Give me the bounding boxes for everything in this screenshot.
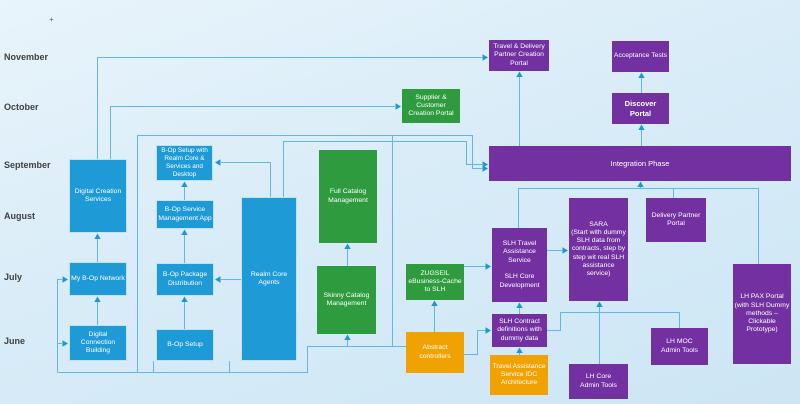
node-delivery-partner-portal[interactable]: Delivery Partner Portal (646, 198, 706, 242)
node-skinny-catalog-management[interactable]: Skinny Catalog Management (317, 266, 376, 334)
node-abstract-controllers[interactable]: Abstract controllers (406, 332, 464, 373)
node-label: ZUGSEIL eBusiness-Cache to SLH (408, 269, 462, 294)
node-label: Digital Creation Services (74, 187, 122, 203)
node-slh-contract-definitions[interactable]: SLH Contract definitions with dummy data (492, 314, 547, 347)
node-my-b-op-network[interactable]: My B-Op Network (69, 262, 127, 296)
node-lh-core-admin-tools[interactable]: LH Core Admin Tools (569, 364, 628, 399)
node-label: LH PAX Portal (with SLH Dummy methods – … (734, 293, 790, 334)
node-label: B-Op Service Management App (158, 206, 212, 222)
month-label-november: November (4, 52, 49, 62)
node-zugseil-ebusiness-cache[interactable]: ZUGSEIL eBusiness-Cache to SLH (406, 264, 464, 300)
node-lh-moc-admin-tools[interactable]: LH MOC Admin Tools (651, 328, 708, 365)
node-label: LH Core Admin Tools (580, 373, 617, 389)
node-digital-creation-services[interactable]: Digital Creation Services (69, 159, 127, 233)
node-realm-core-agents[interactable]: Realm Core Agents (241, 197, 297, 361)
node-slh-travel-assistance-core-development[interactable]: SLH Travel Assistance Service SLH Core D… (492, 228, 547, 302)
node-label: Realm Core Agents (250, 270, 288, 286)
node-label: Abstract controllers (419, 344, 451, 360)
node-label: Full Catalog Management (328, 188, 368, 204)
node-supplier-customer-creation-portal[interactable]: Supplier & Customer Creation Portal (402, 89, 460, 123)
node-label: Acceptance Tests (613, 52, 668, 60)
node-full-catalog-management[interactable]: Full Catalog Management (319, 150, 377, 243)
node-label: Travel & Delivery Partner Creation Porta… (493, 43, 545, 67)
node-b-op-setup[interactable]: B-Op Setup (156, 329, 214, 361)
node-label: SLH Travel Assistance Service SLH Core D… (499, 240, 540, 289)
node-label: Digital Connection Building (80, 330, 116, 355)
node-travel-delivery-partner-creation-portal[interactable]: Travel & Delivery Partner Creation Porta… (489, 40, 549, 71)
node-label: Integration Phase (610, 158, 670, 168)
node-integration-phase[interactable]: Integration Phase (489, 146, 791, 181)
node-label: SARA (Start with dummy SLH data from con… (571, 220, 626, 278)
node-label: B-Op Package Distribution (162, 271, 208, 287)
node-label: Skinny Catalog Management (323, 291, 370, 307)
node-label: SLH Contract definitions with dummy data (497, 318, 542, 342)
node-discover-portal[interactable]: Discover Portal (612, 93, 669, 124)
node-sara[interactable]: SARA (Start with dummy SLH data from con… (569, 198, 628, 301)
node-digital-connection-building[interactable]: Digital Connection Building (69, 325, 127, 361)
node-b-op-service-management-app[interactable]: B-Op Service Management App (156, 200, 214, 229)
node-travel-assistance-idc-architecture[interactable]: Travel Assistance Service IDC Architectu… (490, 355, 548, 395)
month-label-august: August (4, 211, 35, 221)
node-label: My B-Op Network (71, 274, 125, 282)
month-label-october: October (4, 102, 39, 112)
node-b-op-setup-with-realm-core[interactable]: B-Op Setup with Realm Core & Services an… (156, 145, 213, 181)
node-acceptance-tests[interactable]: Acceptance Tests (612, 41, 669, 72)
node-lh-pax-portal[interactable]: LH PAX Portal (with SLH Dummy methods – … (733, 264, 791, 364)
node-label: B-Op Setup (167, 340, 203, 348)
month-label-july: July (4, 272, 23, 282)
node-label: Discover Portal (624, 99, 657, 118)
node-b-op-package-distribution[interactable]: B-Op Package Distribution (156, 263, 214, 296)
node-label: B-Op Setup with Realm Core & Services an… (161, 147, 208, 178)
plus-marker: + (49, 15, 54, 24)
month-label-june: June (4, 336, 26, 346)
node-label: LH MOC Admin Tools (661, 338, 698, 354)
node-label: Delivery Partner Portal (651, 211, 701, 227)
node-label: Supplier & Customer Creation Portal (408, 93, 454, 118)
month-label-september: September (4, 160, 51, 170)
node-label: Travel Assistance Service IDC Architectu… (492, 362, 546, 387)
